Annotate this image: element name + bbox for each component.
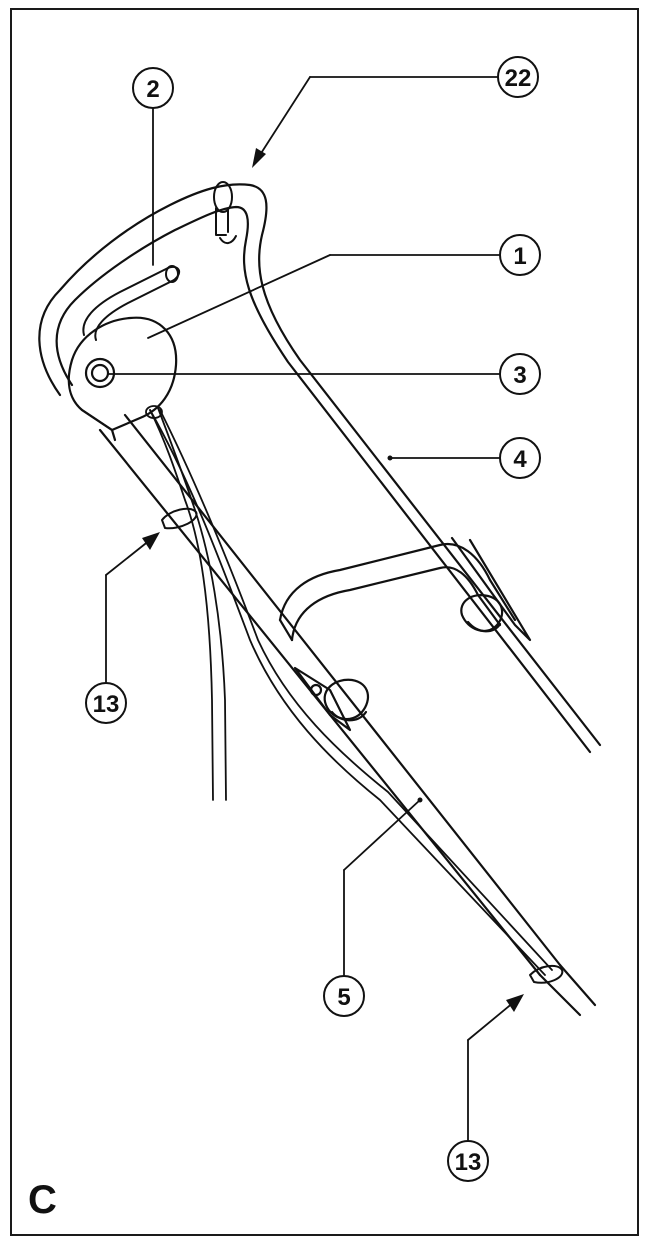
callout-3: 3 bbox=[107, 353, 541, 395]
callout-4: 4 bbox=[387, 437, 541, 479]
callout-5: 5 bbox=[323, 797, 423, 1017]
lower-handle-left bbox=[98, 413, 597, 1017]
knob bbox=[323, 594, 504, 722]
cross-bar bbox=[278, 536, 532, 732]
callout-label: 3 bbox=[513, 362, 526, 389]
callout-label: 1 bbox=[513, 243, 526, 270]
switch-box bbox=[67, 316, 178, 442]
callout-label: 4 bbox=[513, 446, 527, 473]
callout-label: 5 bbox=[337, 984, 350, 1011]
cable bbox=[145, 405, 553, 976]
cable-tie bbox=[161, 507, 564, 984]
upper-handle-bar bbox=[38, 183, 602, 754]
callout-22: 22 bbox=[252, 56, 539, 168]
figure-frame bbox=[10, 8, 639, 1236]
callout-2: 2 bbox=[132, 67, 174, 266]
callout-label: 2 bbox=[146, 76, 159, 103]
callout-13-lower: 13 bbox=[447, 994, 524, 1182]
handle-clip bbox=[213, 181, 237, 244]
callout-13-upper: 13 bbox=[85, 532, 160, 724]
callout-1: 1 bbox=[147, 234, 541, 339]
control-lever bbox=[82, 265, 181, 341]
callout-label: 22 bbox=[505, 65, 532, 92]
callout-label: 13 bbox=[455, 1149, 482, 1176]
callout-label: 13 bbox=[93, 691, 120, 718]
figure-letter: C bbox=[28, 1178, 57, 1222]
